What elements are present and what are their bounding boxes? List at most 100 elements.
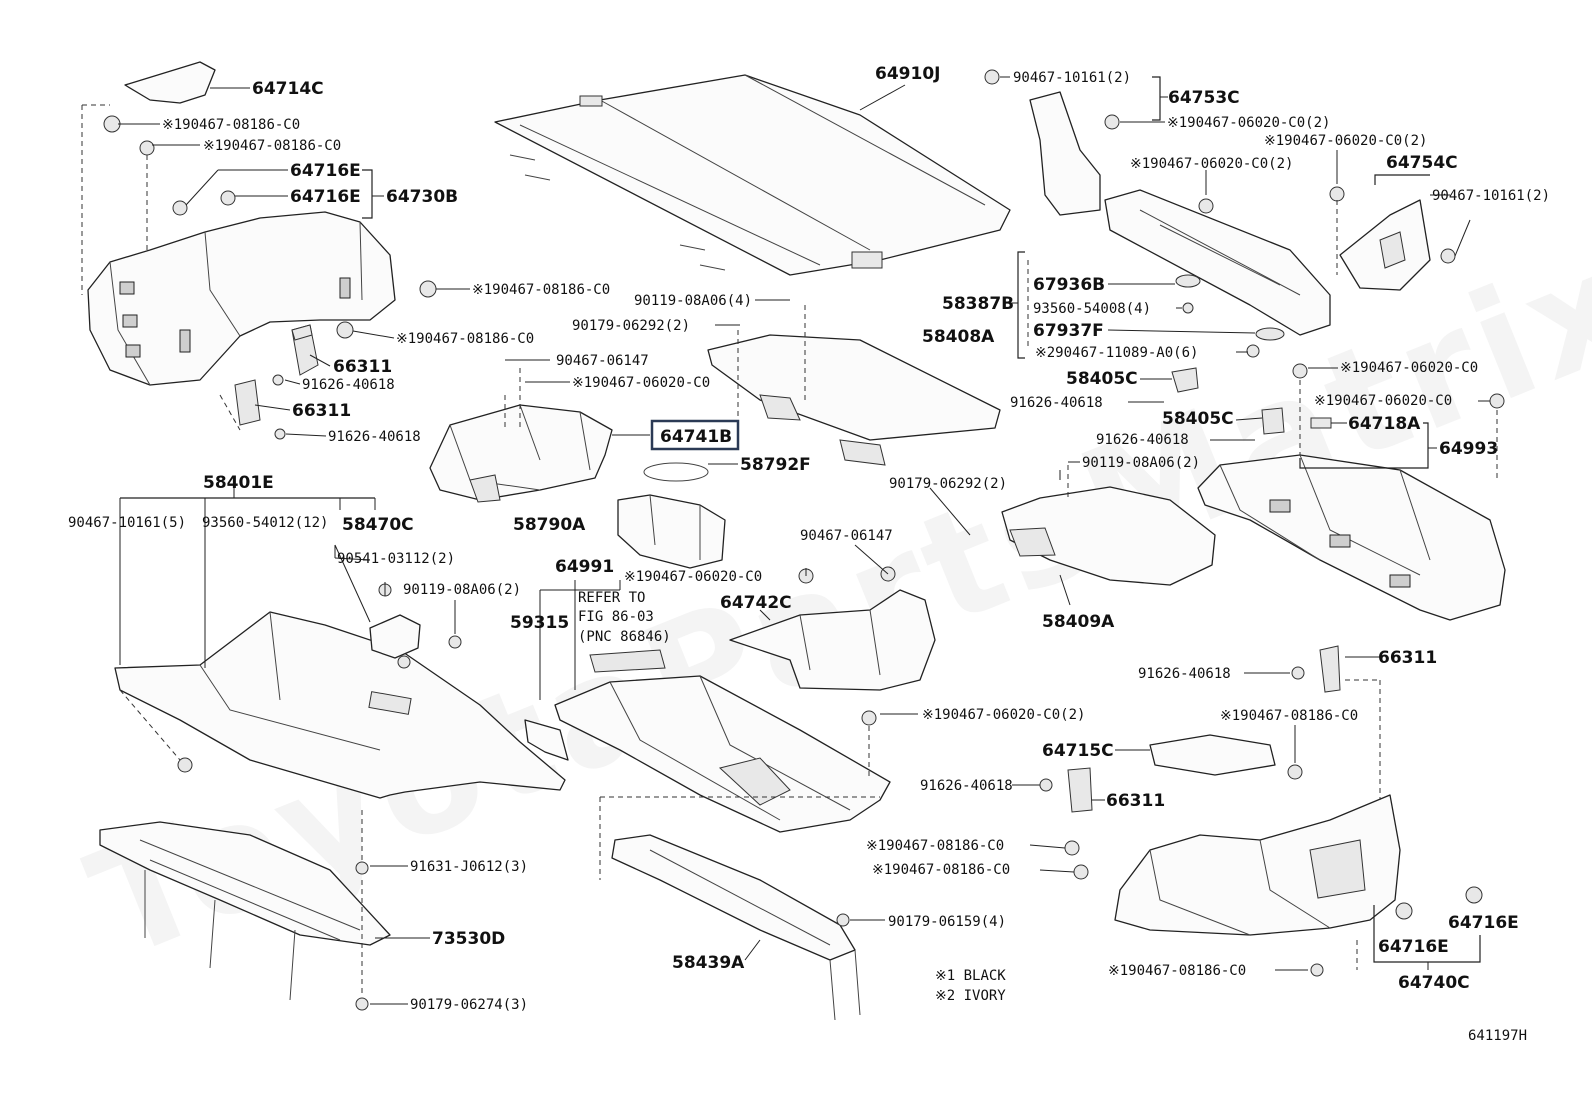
label-91626-40618-f: 91626-40618 [920, 778, 1013, 794]
deck-board-58409a [1001, 486, 1216, 586]
label-58401e: 58401E [203, 473, 274, 493]
label-58470c: 58470C [342, 515, 414, 535]
rail-58439A [611, 834, 861, 1021]
label-90467-11089: ※290467-11089-A0(6) [1035, 345, 1198, 361]
label-90541-03112: 90541-03112(2) [337, 551, 455, 567]
label-90179-06292-a: 90179-06292(2) [572, 318, 690, 334]
tray-64741b [429, 404, 613, 503]
label-90467-06020-f: ※190467-06020-C0 [1314, 393, 1452, 409]
label-64741b: 64741B [660, 427, 732, 447]
label-91626-40618-d: 91626-40618 [1096, 432, 1189, 448]
color-legend: ※1 BLACK ※2 IVORY [935, 968, 1006, 1004]
label-90467-06020-h: ※190467-06020-C0(2) [922, 707, 1085, 723]
diagram-id: 641197H [1468, 1028, 1527, 1044]
label-90179-06292-b: 90179-06292(2) [889, 476, 1007, 492]
label-91631-j0612: 91631-J0612(3) [410, 859, 528, 875]
label-64991: 64991 [555, 557, 614, 577]
part-labels: 64714C ※190467-08186-C0 ※190467-08186-C0… [68, 64, 1550, 1013]
label-90467-06147-a: 90467-06147 [556, 353, 649, 369]
label-91626-40618-a: 91626-40618 [302, 377, 395, 393]
label-64754c: 64754C [1386, 153, 1458, 173]
label-91626-40618-c: 91626-40618 [1010, 395, 1103, 411]
label-64742c: 64742C [720, 593, 792, 613]
label-58790a: 58790A [513, 515, 586, 535]
clip-icons-left [103, 115, 437, 440]
label-58405c-a: 58405C [1066, 369, 1138, 389]
label-66311-b: 66311 [292, 401, 351, 421]
label-64716e-b: 64716E [290, 187, 361, 207]
highlight-64741b [650, 419, 740, 451]
label-90467-08186-e: ※190467-08186-C0 [1220, 708, 1358, 724]
label-90467-08186-a: ※190467-08186-C0 [162, 117, 300, 133]
label-90467-10161-b: 90467-10161(2) [1432, 188, 1550, 204]
divider-58790a [617, 494, 726, 569]
label-67936b: 67936B [1033, 275, 1105, 295]
tonneau-cover [494, 74, 1011, 276]
label-90467-08186-h: ※190467-08186-C0 [1108, 963, 1246, 979]
label-93560-54012: 93560-54012(12) [202, 515, 328, 531]
quarter-trim-right [1114, 734, 1401, 936]
label-90119-08a06-c: 90119-08A06(2) [403, 582, 521, 598]
label-58408a: 58408A [922, 327, 995, 347]
label-90119-08a06-a: 90119-08A06(4) [634, 293, 752, 309]
label-58405c-b: 58405C [1162, 409, 1234, 429]
label-67937f: 67937F [1033, 321, 1104, 341]
label-64753c: 64753C [1168, 88, 1240, 108]
label-90467-08186-d: ※190467-08186-C0 [396, 331, 534, 347]
label-64716e-c: 64716E [1448, 913, 1519, 933]
label-64715c: 64715C [1042, 741, 1114, 761]
trim-59315 [524, 719, 569, 761]
label-58409a: 58409A [1042, 612, 1115, 632]
label-90467-10161-c: 90467-10161(5) [68, 515, 186, 531]
floor-board-58401e [114, 611, 566, 799]
label-64910j: 64910J [875, 64, 940, 84]
label-90467-08186-b: ※190467-08186-C0 [203, 138, 341, 154]
label-64718a: 64718A [1348, 414, 1421, 434]
label-66311-a: 66311 [333, 357, 392, 377]
label-90467-08186-c: ※190467-08186-C0 [472, 282, 610, 298]
label-refer-2: FIG 86-03 [578, 609, 654, 625]
label-90467-10161-a: 90467-10161(2) [1013, 70, 1131, 86]
legend-note-1: ※1 BLACK [935, 968, 1006, 984]
console-box-64991 [554, 649, 891, 833]
label-90179-06159: 90179-06159(4) [888, 914, 1006, 930]
label-90119-08a06-b: 90119-08A06(2) [1082, 455, 1200, 471]
label-refer-1: REFER TO [578, 590, 645, 606]
bracket-58470c [369, 614, 421, 659]
label-64993: 64993 [1439, 439, 1498, 459]
label-73530d: 73530D [432, 929, 505, 949]
tray-64742c [729, 589, 936, 691]
label-90467-06020-b: ※190467-06020-C0(2) [1167, 115, 1330, 131]
label-64716e-d: 64716E [1378, 937, 1449, 957]
label-59315: 59315 [510, 613, 569, 633]
label-90467-06020-d: ※190467-06020-C0(2) [1130, 156, 1293, 172]
label-64730b: 64730B [386, 187, 458, 207]
label-90467-06147-b: 90467-06147 [800, 528, 893, 544]
label-90467-06020-c: ※190467-06020-C0(2) [1264, 133, 1427, 149]
label-58387b: 58387B [942, 294, 1014, 314]
back-door-trim [1029, 91, 1431, 336]
quarter-trim-left [87, 61, 396, 426]
label-93560-54008: 93560-54008(4) [1033, 301, 1151, 317]
label-90467-08186-f: ※190467-08186-C0 [866, 838, 1004, 854]
label-91626-40618-e: 91626-40618 [1138, 666, 1231, 682]
deck-board-58408a [707, 334, 1001, 466]
legend-note-2: ※2 IVORY [935, 988, 1006, 1004]
label-91626-40618-b: 91626-40618 [328, 429, 421, 445]
support-73530d [99, 821, 391, 1001]
cargo-tray-64993 [1197, 454, 1506, 621]
label-66311-d: 66311 [1106, 791, 1165, 811]
label-refer-3: (PNC 86846) [578, 629, 671, 645]
label-64714c: 64714C [252, 79, 324, 99]
label-90467-06020-e: ※190467-06020-C0 [1340, 360, 1478, 376]
label-90467-08186-g: ※190467-08186-C0 [872, 862, 1010, 878]
label-90179-06274: 90179-06274(3) [410, 997, 528, 1013]
label-90467-06020-a: ※190467-06020-C0 [572, 375, 710, 391]
lower-fasteners [177, 324, 1483, 1011]
label-64716e-a: 64716E [290, 161, 361, 181]
seal-58792f [643, 462, 709, 482]
leader-lines [81, 76, 1498, 1005]
label-66311-c: 66311 [1378, 648, 1437, 668]
label-58792f: 58792F [740, 455, 811, 475]
